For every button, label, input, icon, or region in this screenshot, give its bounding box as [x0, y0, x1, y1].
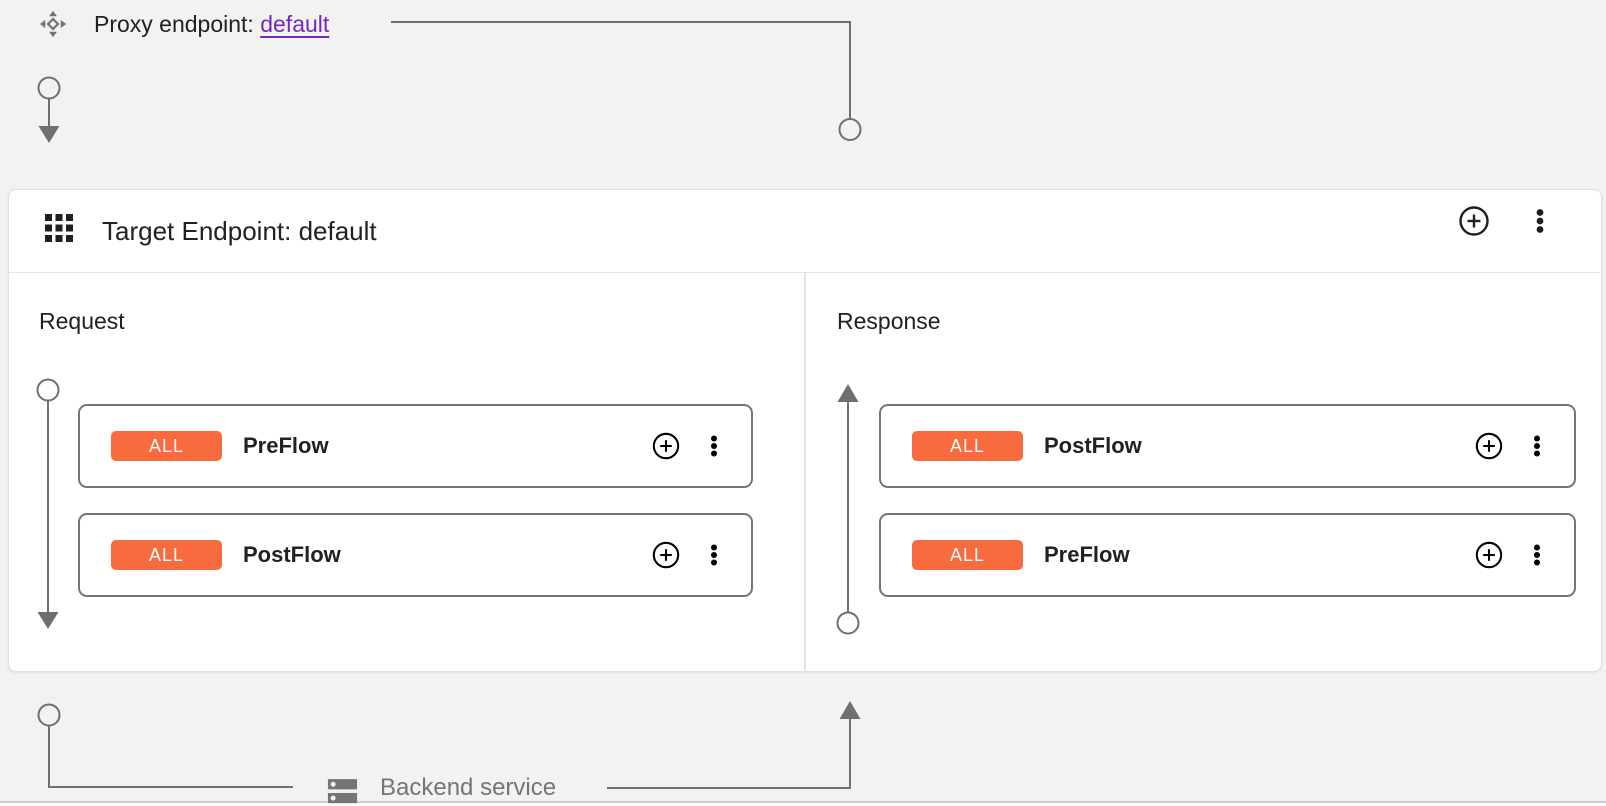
target-endpoint-title: Target Endpoint: default [102, 216, 377, 246]
target-to-backend-connector [37, 703, 293, 788]
target-endpoint-menu-button[interactable] [1520, 201, 1560, 241]
add-icon [652, 432, 680, 460]
target-endpoint-header: Target Endpoint: default [9, 190, 1601, 273]
add-policy-button[interactable] [647, 427, 685, 465]
backend-service-icon [327, 779, 358, 804]
more-icon [1534, 544, 1540, 566]
flow-menu-button[interactable] [1518, 427, 1556, 465]
target-endpoint-card: Target Endpoint: default Request Respons… [8, 189, 1602, 672]
more-icon [1536, 209, 1544, 233]
flow-name: PreFlow [1044, 542, 1130, 567]
add-policy-button[interactable] [1470, 536, 1508, 574]
condition-badge: ALL [912, 540, 1023, 570]
request-preflow-row[interactable]: ALL PreFlow [78, 404, 753, 488]
proxy-to-target-connector [391, 21, 862, 141]
flow-name: PostFlow [243, 542, 341, 567]
proxy-endpoint-link[interactable]: default [260, 10, 330, 37]
request-pane-title: Request [39, 308, 125, 334]
flow-name: PostFlow [1044, 433, 1142, 458]
condition-badge: ALL [111, 431, 222, 461]
backend-to-response-connector [607, 701, 861, 789]
condition-badge: ALL [912, 431, 1023, 461]
add-icon [1459, 206, 1489, 236]
add-policy-button[interactable] [647, 536, 685, 574]
backend-service-label-group: Backend service [325, 766, 556, 806]
proxy-endpoint-icon [39, 10, 67, 38]
flow-menu-button[interactable] [1518, 536, 1556, 574]
response-preflow-row[interactable]: ALL PreFlow [879, 513, 1576, 597]
more-icon [1534, 435, 1540, 457]
flow-menu-button[interactable] [695, 427, 733, 465]
add-policy-button[interactable] [1470, 427, 1508, 465]
flow-name: PreFlow [243, 433, 329, 458]
backend-service-label: Backend service [380, 773, 557, 801]
condition-badge: ALL [111, 540, 222, 570]
add-icon [1475, 432, 1503, 460]
more-icon [711, 544, 717, 566]
request-postflow-row[interactable]: ALL PostFlow [78, 513, 753, 597]
add-icon [652, 541, 680, 569]
response-postflow-row[interactable]: ALL PostFlow [879, 404, 1576, 488]
proxy-endpoint-label-group: Proxy endpoint: default [38, 6, 329, 42]
response-pane-title: Response [837, 308, 941, 334]
target-endpoint-icon [45, 214, 73, 242]
flow-menu-button[interactable] [695, 536, 733, 574]
inbound-request-connector [37, 76, 61, 143]
more-icon [711, 435, 717, 457]
proxy-endpoint-label: Proxy endpoint: [94, 10, 261, 37]
add-target-flow-button[interactable] [1454, 201, 1494, 241]
request-response-divider [804, 272, 806, 672]
add-icon [1475, 541, 1503, 569]
canvas-bottom-edge [0, 801, 1606, 806]
